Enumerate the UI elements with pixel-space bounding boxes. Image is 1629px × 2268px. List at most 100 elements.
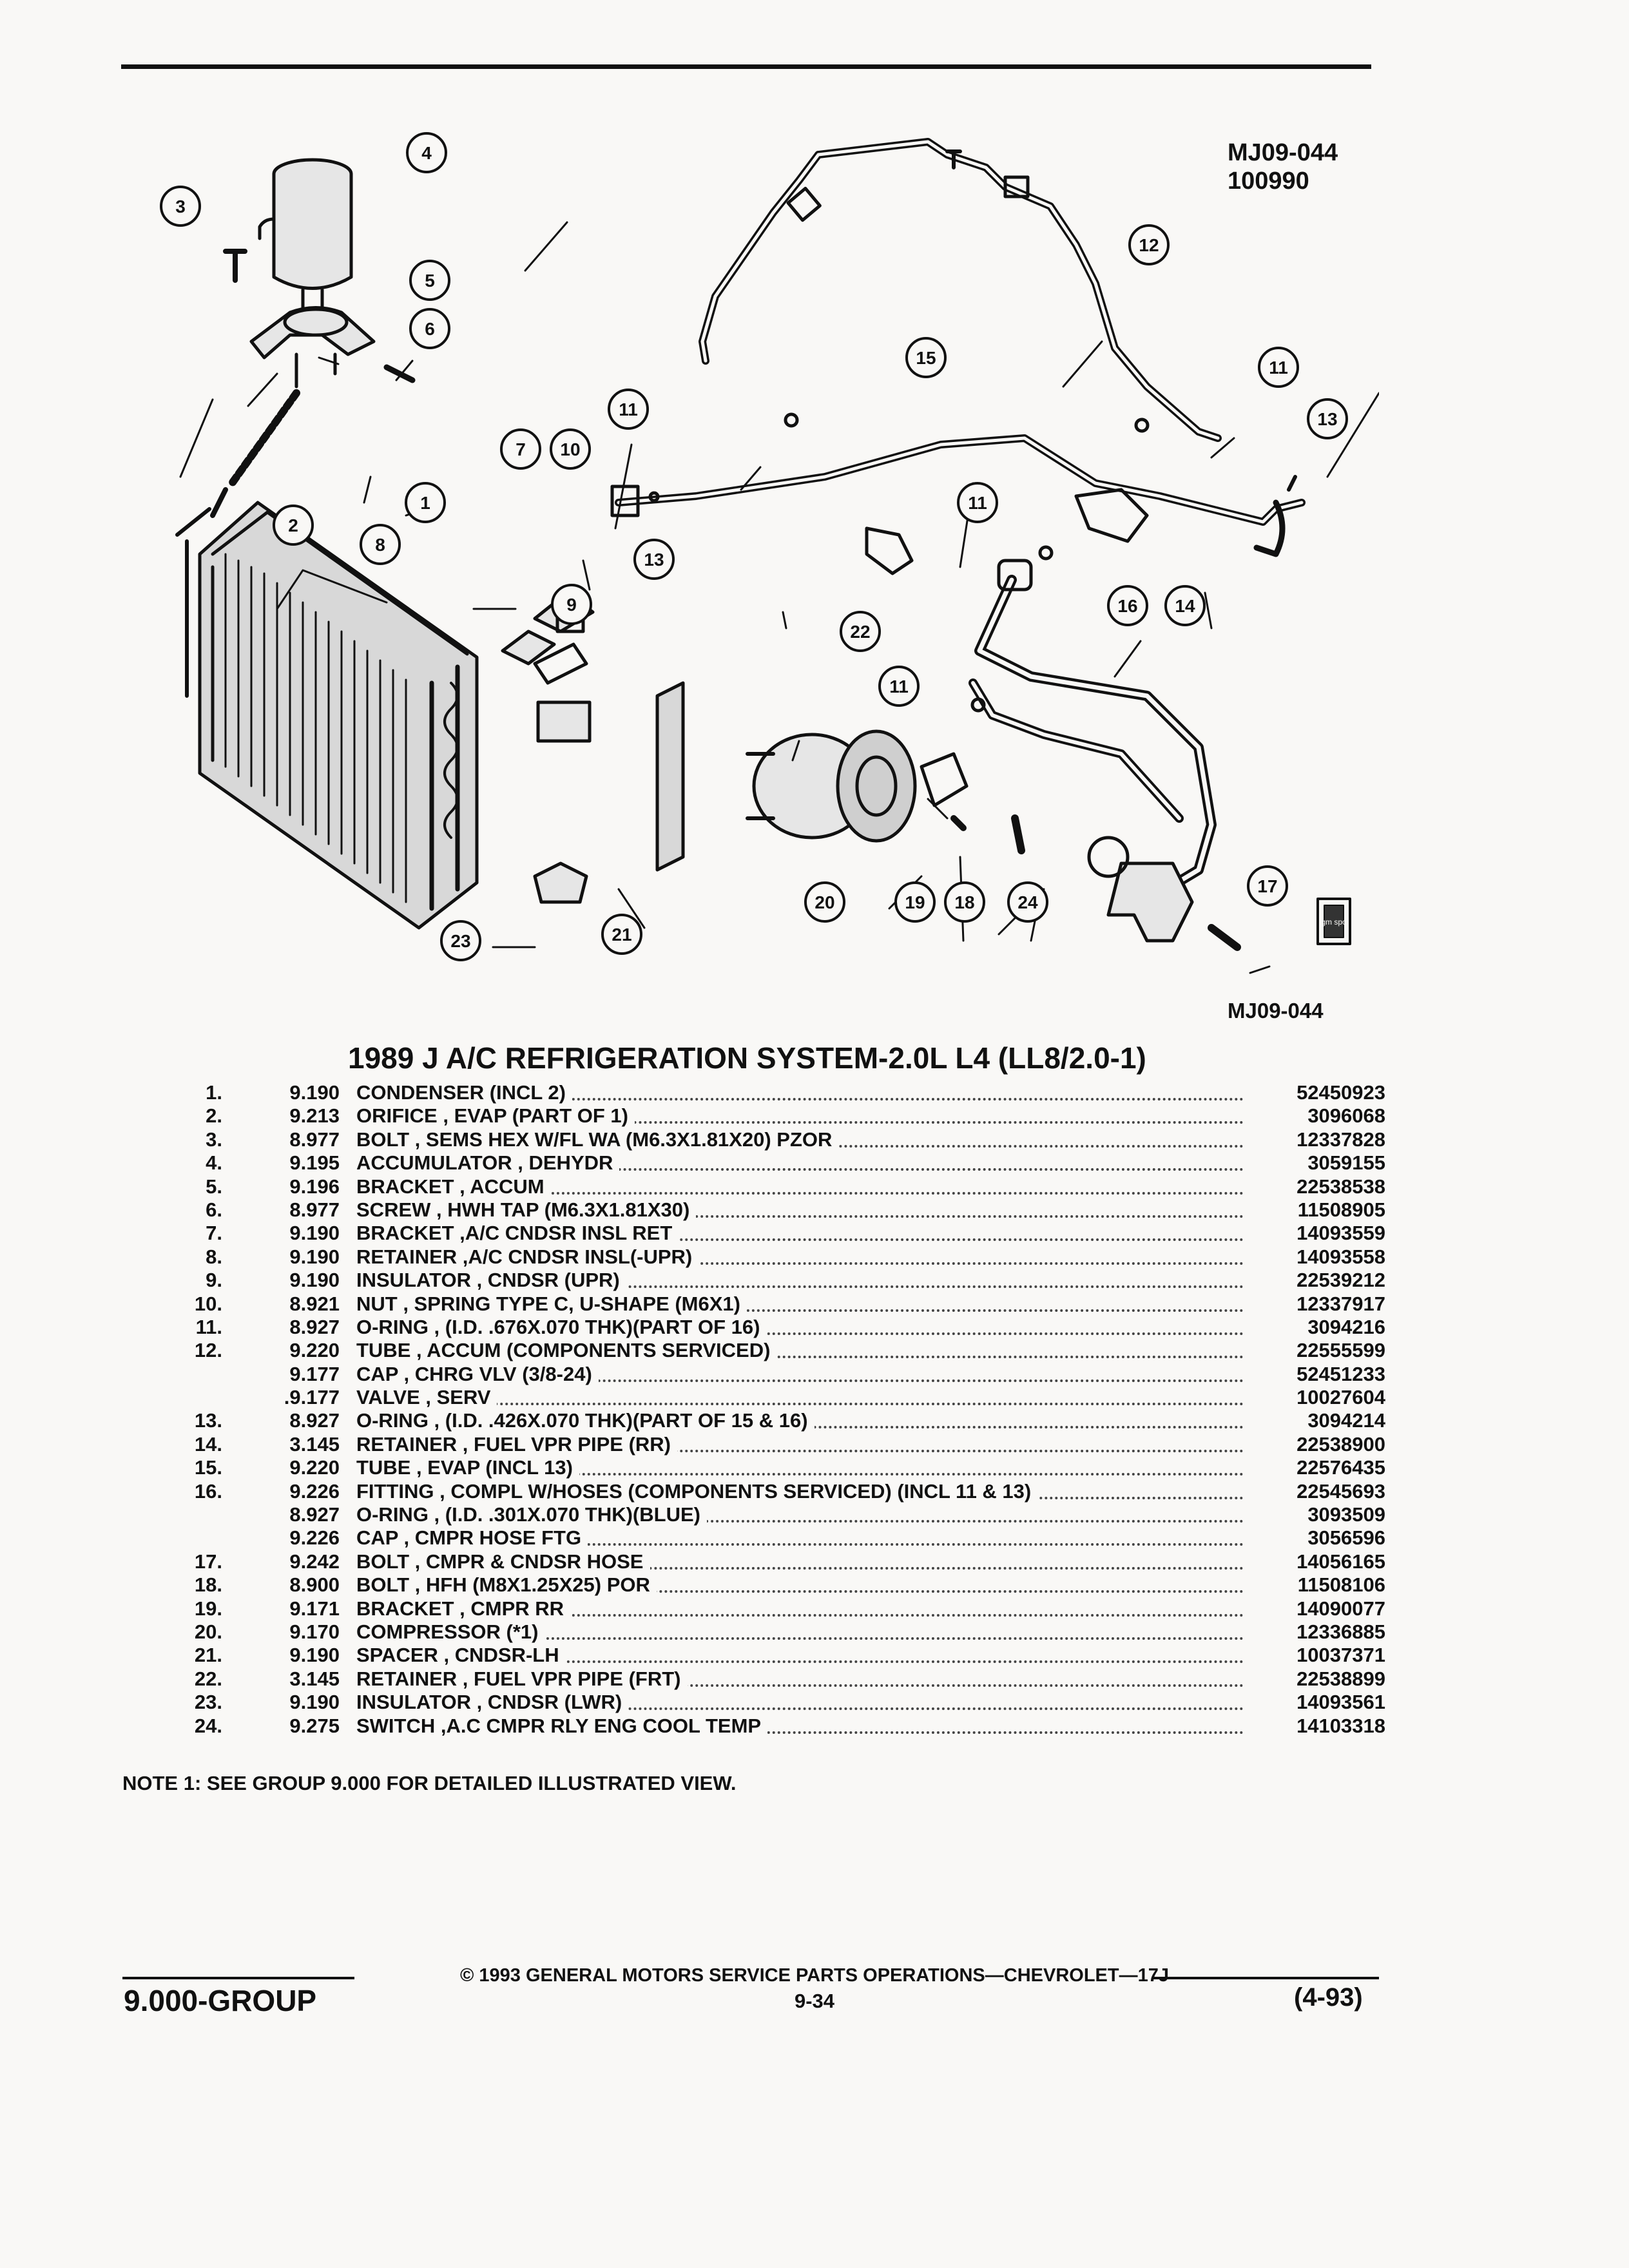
svg-text:11: 11 [968,493,987,513]
item-number: 15. [194,1456,222,1479]
group-number: .9.177 [284,1386,340,1409]
group-number: 9.242 [289,1550,340,1573]
svg-text:15: 15 [916,348,936,368]
gm-spo-logo: gm spo [1316,898,1351,945]
dot-leader [356,1543,1244,1546]
group-number: 9.195 [289,1151,340,1175]
part-description: ACCUMULATOR , DEHYDR [356,1151,1244,1175]
dot-leader [356,1707,1244,1711]
callout-21: 21 [601,914,642,955]
part-description: RETAINER , FUEL VPR PIPE (FRT) [356,1667,1244,1691]
part-number: 22538899 [1296,1667,1385,1690]
part-description: CONDENSER (INCL 2) [356,1081,1244,1104]
part-description: VALVE , SERV [356,1386,1244,1409]
group-number: 3.145 [289,1432,340,1456]
footer-rule-left [122,1977,354,1979]
dot-leader [356,1473,1244,1476]
group-number: 8.927 [289,1315,340,1338]
svg-text:22: 22 [850,622,870,642]
dot-leader [356,1684,1244,1687]
svg-text:13: 13 [1317,409,1337,429]
accumulator-drawing [223,158,416,389]
item-number: 7. [206,1222,222,1245]
part-description-text: RETAINER ,A/C CNDSR INSL(-UPR) [356,1245,699,1268]
callout-23: 23 [440,920,481,961]
part-description-text: BOLT , HFH (M8X1.25X25) POR [356,1573,657,1597]
dot-leader [356,1168,1244,1171]
dot-leader [356,1332,1244,1335]
part-number: 12336885 [1296,1620,1385,1643]
dot-leader [356,1285,1244,1289]
part-description: RETAINER ,A/C CNDSR INSL(-UPR) [356,1245,1244,1269]
group-number: 9.177 [289,1362,340,1385]
group-number: 9.170 [289,1620,340,1643]
dot-leader [356,1449,1244,1452]
part-description-text: ORIFICE , EVAP (PART OF 1) [356,1104,635,1128]
orifice-tube-drawing [210,389,300,518]
group-number: 9.190 [289,1081,340,1104]
callout-6: 6 [409,308,450,349]
item-number: 22. [194,1667,222,1690]
callout-7: 7 [500,428,541,470]
item-number: 16. [194,1479,222,1503]
part-description-text: BRACKET ,A/C CNDSR INSL RET [356,1222,679,1245]
copyright: © 1993 GENERAL MOTORS SERVICE PARTS OPER… [460,1965,1169,1986]
part-description: COMPRESSOR (*1) [356,1620,1244,1644]
dot-leader [356,1731,1244,1734]
part-description: BRACKET , ACCUM [356,1175,1244,1198]
dot-leader [356,1520,1244,1523]
callout-13-a: 13 [1307,398,1348,439]
callout-10: 10 [550,428,591,470]
part-description: INSULATOR , CNDSR (UPR) [356,1269,1244,1292]
part-description: CAP , CMPR HOSE FTG [356,1526,1244,1550]
group-number: 9.213 [289,1104,340,1128]
svg-text:11: 11 [1269,358,1288,378]
group-number: 9.196 [289,1175,340,1198]
part-description-text: ACCUMULATOR , DEHYDR [356,1151,620,1175]
part-description: BOLT , SEMS HEX W/FL WA (M6.3X1.81X20) P… [356,1128,1244,1151]
dot-leader [356,1590,1244,1593]
part-number: 14090077 [1296,1597,1385,1620]
part-description-text: O-RING , (I.D. .301X.070 THK)(BLUE) [356,1503,707,1526]
part-description-text: BRACKET , ACCUM [356,1175,551,1198]
part-number: 11508106 [1297,1573,1385,1597]
part-description-text: RETAINER , FUEL VPR PIPE (FRT) [356,1667,688,1690]
part-description-text: COMPRESSOR (*1) [356,1620,545,1643]
part-number: 3093509 [1307,1503,1385,1526]
callout-22: 22 [840,611,881,652]
svg-text:23: 23 [450,931,470,951]
svg-text:6: 6 [425,319,435,339]
evaporator-tube-drawing [610,434,1306,557]
item-number: 3. [206,1128,222,1151]
part-description-text: INSULATOR , CNDSR (UPR) [356,1269,626,1292]
svg-text:8: 8 [375,535,385,555]
group-number: 9.220 [289,1339,340,1362]
item-number: 12. [194,1339,222,1362]
callout-4: 4 [406,132,447,173]
reference-code-date: 100990 [1228,168,1309,195]
callout-11-d: 11 [878,666,920,707]
part-number: 12337917 [1296,1292,1385,1315]
svg-text:4: 4 [421,143,432,163]
reference-code-id: MJ09-044 [1228,139,1338,166]
section-title: 1989 J A/C REFRIGERATION SYSTEM-2.0L L4 … [348,1041,1146,1075]
group-number: 9.190 [289,1222,340,1245]
part-description: SPACER , CNDSR-LH [356,1644,1244,1667]
part-number: 10037371 [1296,1644,1385,1667]
svg-text:13: 13 [644,550,664,570]
dot-leader [356,1262,1244,1265]
callout-12: 12 [1128,224,1170,265]
part-description: NUT , SPRING TYPE C, U-SHAPE (M6X1) [356,1292,1244,1316]
svg-text:21: 21 [612,925,631,945]
